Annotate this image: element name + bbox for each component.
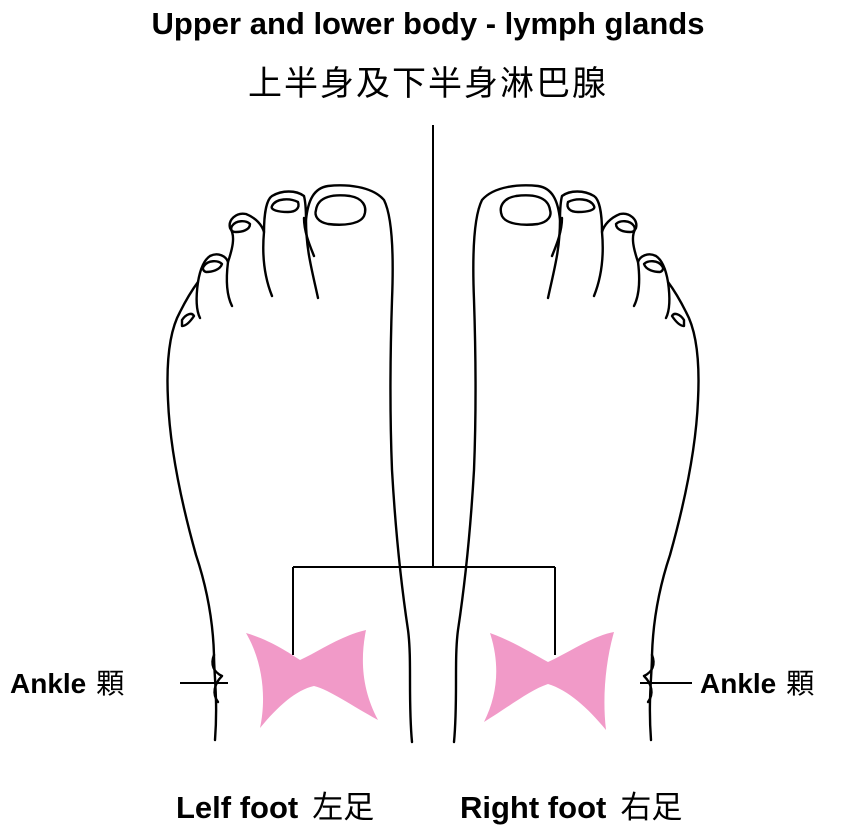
ankle-left-text-chinese: 顆 [96,667,124,700]
lymph-zone-icon [246,630,378,728]
ankle-left-text: Ankle [10,668,86,699]
right-foot-text: Right foot [460,790,606,825]
ankle-label-left: Ankle 顆 [10,662,124,702]
left-foot-text-chinese: 左足 [312,790,374,826]
left-foot-text: Lelf foot [176,790,298,825]
right-foot-text-chinese: 右足 [620,790,682,826]
left-foot-label: Lelf foot 左足 [176,782,374,827]
lymph-zone-icon [484,632,614,730]
center-leader-line [293,125,555,655]
ankle-right-text-chinese: 顆 [786,667,814,700]
ankle-right-text: Ankle [700,668,776,699]
ankle-label-right: Ankle 顆 [700,662,814,702]
right-foot-label: Right foot 右足 [460,782,682,827]
